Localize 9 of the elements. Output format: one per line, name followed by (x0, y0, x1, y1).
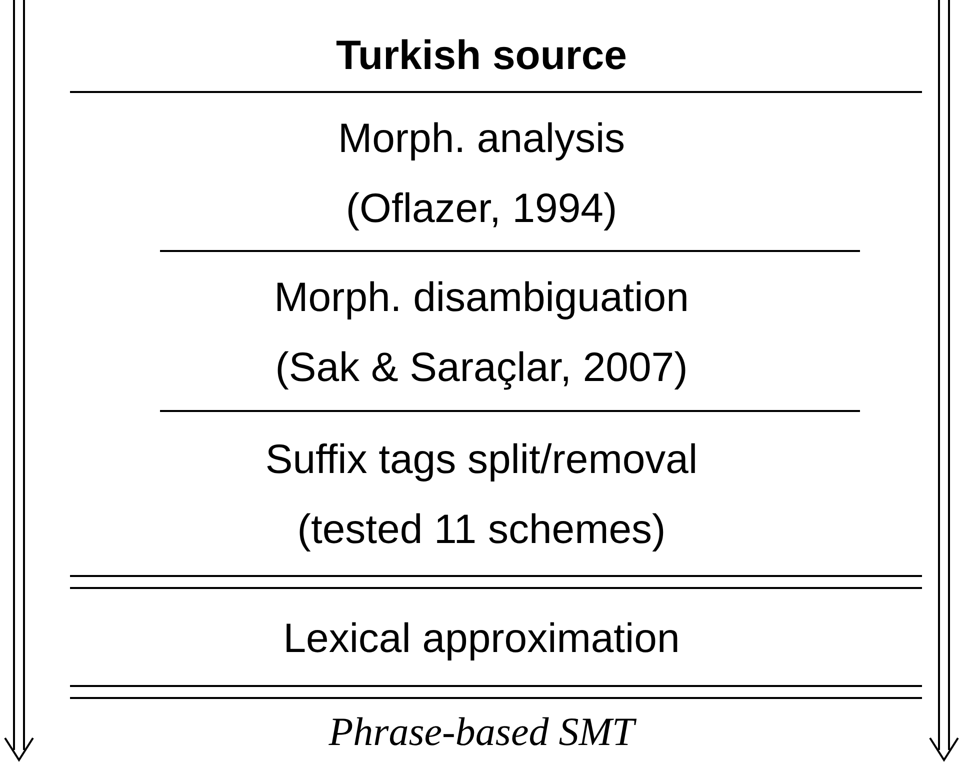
citation-text: (tested 11 schemes) (297, 504, 666, 554)
stage-label: Phrase-based SMT (328, 708, 634, 756)
citation-text: (Sak & Saraçlar, 2007) (275, 343, 688, 392)
stage-label: Morph. disambiguation (274, 273, 689, 322)
stage-label: Suffix tags split/removal (265, 434, 698, 484)
stage-label: Morph. analysis (338, 114, 626, 162)
stage-label: Lexical approximation (283, 614, 680, 663)
citation-text: (Oflazer, 1994) (346, 184, 618, 232)
stage-label: Turkish source (336, 31, 627, 80)
